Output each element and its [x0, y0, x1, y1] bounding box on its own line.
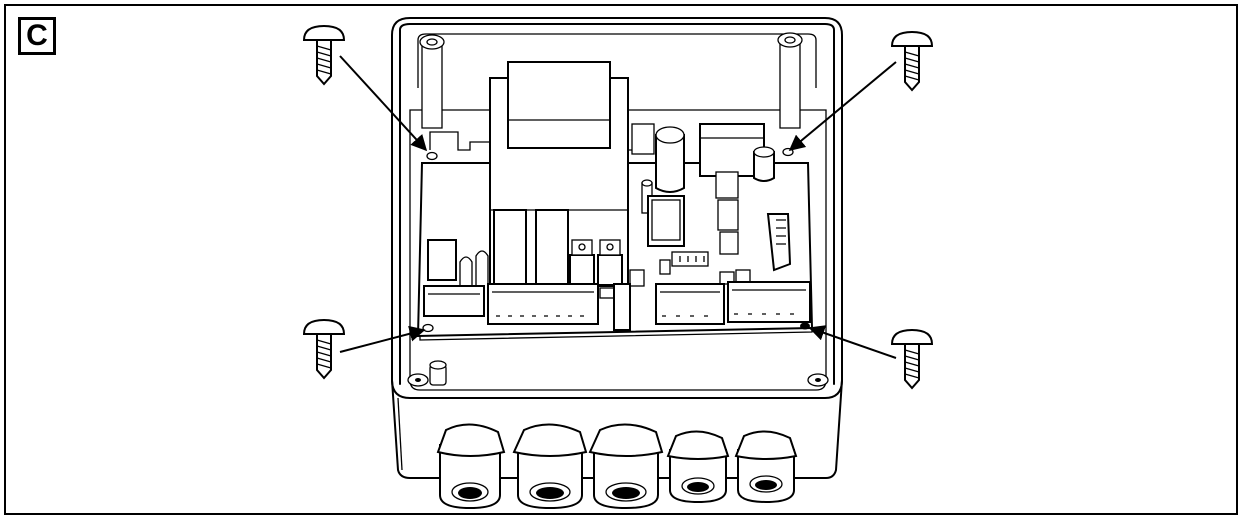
insertion-arrows — [339, 55, 897, 359]
arrow-top-left — [339, 55, 428, 152]
fixing-screws — [302, 24, 934, 390]
arrow-bottom-right — [808, 325, 897, 359]
screw-bottom-left — [302, 318, 346, 380]
cable-gland — [588, 423, 664, 510]
relays — [493, 209, 569, 289]
regulators — [569, 239, 623, 286]
cable-gland — [734, 430, 798, 504]
arrow-top-right — [788, 61, 897, 152]
fuse-holders — [629, 123, 792, 287]
arrow-bottom-left — [339, 325, 426, 353]
cable-gland — [512, 423, 588, 510]
left-components — [427, 239, 489, 288]
screw-bottom-right — [890, 328, 934, 390]
terminal-blocks — [423, 281, 811, 331]
cable-glands — [436, 423, 798, 510]
panel-label: C — [18, 17, 56, 55]
screw-top-right — [890, 30, 934, 92]
capacitor — [631, 123, 685, 247]
cable-gland — [436, 423, 506, 510]
screw-top-left — [302, 24, 346, 86]
cable-gland — [666, 430, 730, 504]
figure-frame — [4, 4, 1238, 515]
panel-label-text: C — [26, 19, 48, 52]
